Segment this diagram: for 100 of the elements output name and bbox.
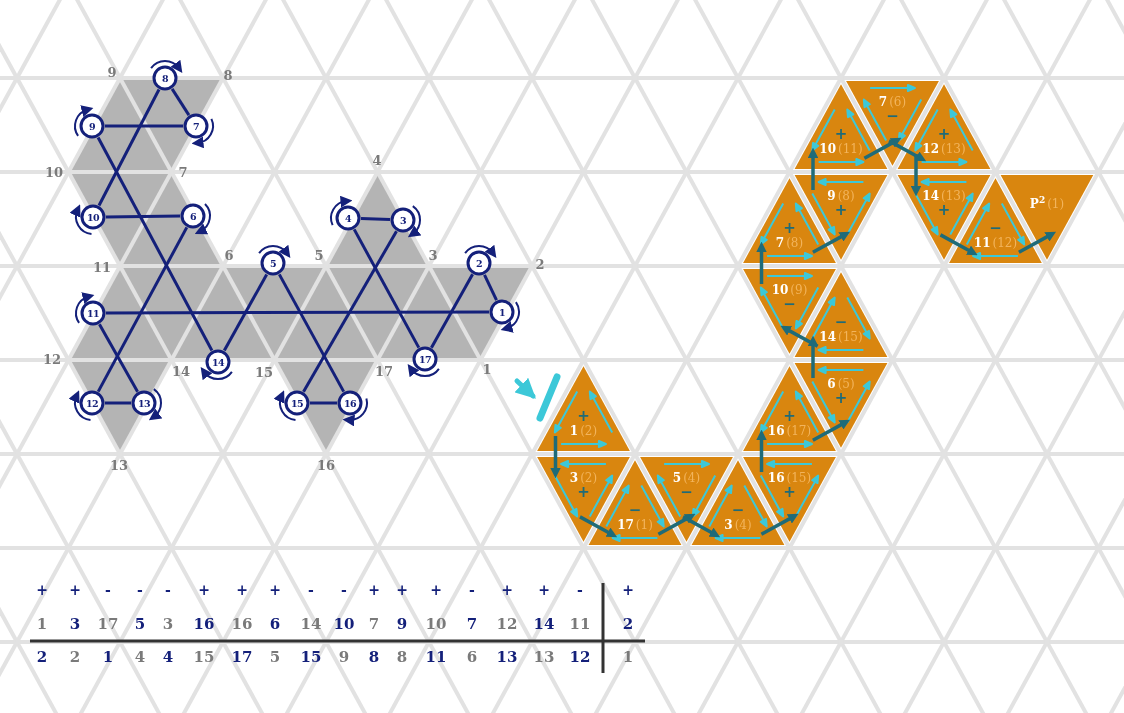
number-label: 14: [300, 615, 322, 633]
sign-label: +: [622, 582, 634, 598]
tile-sign: +: [577, 408, 590, 423]
tile-index: (15): [786, 470, 812, 485]
tile-sign: −: [886, 108, 899, 123]
tile-number: 7: [775, 235, 785, 250]
tile-index: (12): [992, 235, 1018, 250]
vertex-number: 3: [428, 247, 438, 263]
path-arrow: [657, 513, 696, 536]
number-label: 4: [162, 648, 174, 666]
number-label: 8: [368, 648, 380, 666]
number-label: 7: [466, 615, 478, 633]
tile-number: 5: [672, 470, 682, 485]
vertex-number: 9: [107, 64, 117, 80]
tile-number: 11: [973, 235, 991, 250]
tile-number: 10: [771, 282, 789, 297]
vertex-number: 2: [535, 256, 545, 272]
connector-line: [97, 88, 161, 207]
connector-line: [105, 124, 183, 128]
tile-sign: +: [937, 202, 951, 217]
sign-label: -: [341, 582, 347, 598]
number-label: 17: [231, 648, 253, 666]
vertex-number: 16: [316, 457, 336, 473]
tile-index: (2): [580, 470, 598, 485]
tile-sign: −: [731, 502, 745, 517]
number-label: 10: [333, 615, 355, 633]
connector-line: [106, 214, 180, 219]
tile-sign: +: [937, 126, 951, 141]
number-label: 9: [338, 648, 350, 666]
number-label: 11: [569, 615, 591, 633]
connector-line: [278, 273, 345, 393]
vertex-number: 1: [482, 361, 492, 377]
connector-line: [223, 273, 268, 352]
sign-label: +: [538, 582, 550, 598]
connector-line: [352, 228, 421, 349]
sign-label: +: [396, 582, 408, 598]
vertex-number: 8: [223, 67, 233, 83]
tile-sign: +: [834, 390, 848, 405]
tile-index: (9): [790, 282, 808, 297]
sign-label: +: [368, 582, 380, 598]
number-label: 16: [231, 615, 253, 633]
number-label: 16: [193, 615, 215, 633]
number-label: 12: [496, 615, 518, 633]
path-arrow: [939, 233, 978, 256]
connector-line: [106, 310, 489, 315]
path-arrow: [682, 515, 721, 538]
number-label: 5: [134, 615, 146, 633]
connector-line: [430, 273, 474, 349]
number-label: 15: [193, 648, 215, 666]
path-arrow: [579, 515, 618, 538]
sign-label: +: [69, 582, 81, 598]
connector-line: [105, 401, 131, 405]
tile-number: 16: [767, 423, 785, 438]
number-label: 4: [134, 648, 146, 666]
path-arrow: [807, 147, 819, 190]
tile-index: (6): [889, 94, 907, 109]
number-label: 13: [533, 648, 555, 666]
path-arrow: [888, 139, 927, 162]
tile-number: 6: [827, 376, 836, 391]
tile-index: (2): [580, 423, 598, 438]
tile-sign: +: [783, 408, 796, 423]
sign-label: -: [105, 582, 111, 598]
number-label: 1: [102, 648, 114, 666]
number-label: 6: [466, 648, 478, 666]
vertex-number: 15: [254, 364, 274, 380]
tile-index: (13): [941, 141, 966, 156]
number-label: 15: [300, 648, 322, 666]
tile-sign: −: [834, 314, 848, 329]
sign-label: +: [36, 582, 48, 598]
sign-label: +: [430, 582, 442, 598]
tile-sign: +: [834, 202, 848, 217]
number-label: 13: [496, 648, 518, 666]
sign-label: -: [469, 582, 475, 598]
tile-index: (11): [838, 141, 863, 156]
tile-number: 3: [724, 517, 733, 532]
tile-number: P$^{2}$: [1029, 195, 1046, 212]
path-arrow: [760, 513, 799, 536]
number-label: 6: [269, 615, 281, 633]
number-label: 17: [97, 615, 119, 633]
sign-label: -: [137, 582, 143, 598]
tile-sign: −: [680, 484, 693, 499]
vertex-number: 14: [171, 363, 191, 379]
connector-line: [170, 88, 191, 116]
number-label: 10: [425, 615, 447, 633]
number-label: 8: [396, 648, 408, 666]
tile-number: 9: [827, 188, 836, 203]
connector-line: [360, 217, 391, 221]
path-arrow: [1018, 231, 1057, 254]
tile-sign: +: [834, 126, 848, 141]
sign-label: +: [501, 582, 513, 598]
tile-index: (17): [786, 423, 812, 438]
path-arrow: [863, 137, 902, 160]
tile-index: (4): [734, 517, 752, 532]
number-label: 1: [622, 648, 634, 666]
tile-index: (5): [837, 376, 855, 391]
vertex-number: 17: [374, 363, 394, 379]
tile-index: (8): [837, 188, 855, 203]
tile-number: 3: [569, 470, 579, 485]
tile-sign: −: [628, 502, 642, 517]
tile-sign: +: [783, 220, 796, 235]
